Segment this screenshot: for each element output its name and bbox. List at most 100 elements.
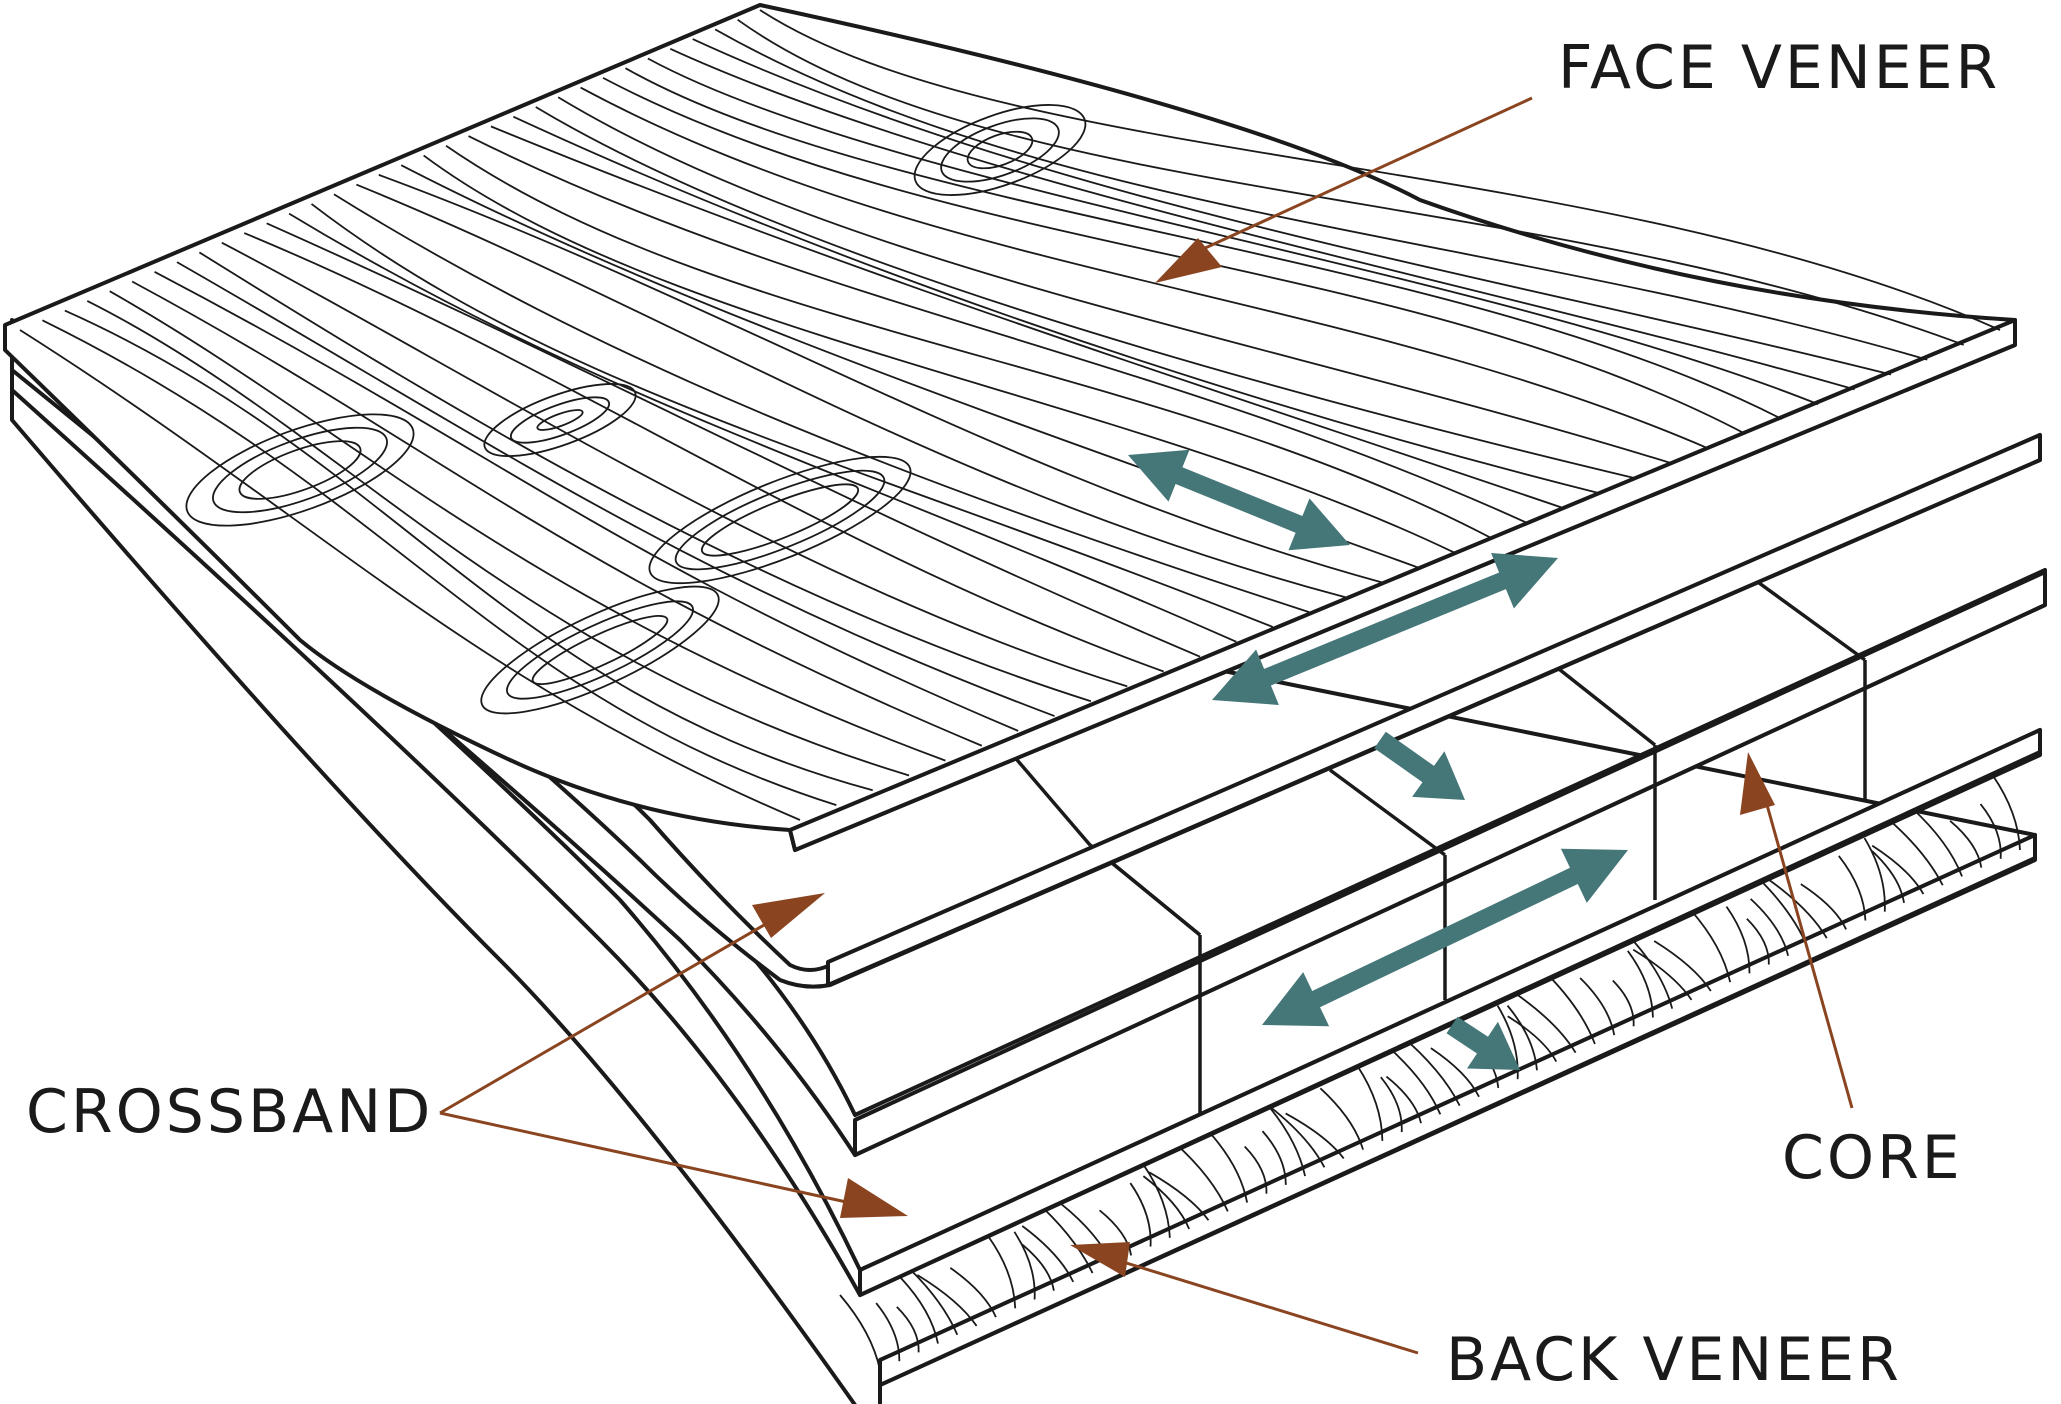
wood-grain-line <box>1991 774 2021 851</box>
wood-grain-line <box>1209 1132 1249 1203</box>
wood-grain-line <box>1838 855 1867 921</box>
wood-grain-line <box>243 232 1164 673</box>
wood-grain-line <box>1949 820 1983 868</box>
callout-arrowhead-icon <box>1070 1242 1130 1277</box>
wood-grain-line <box>1021 1243 1055 1291</box>
wood-grain-line <box>1507 1015 1558 1062</box>
wood-grain-line <box>221 241 1128 688</box>
wood-grain-line <box>669 47 1855 391</box>
callout-arrowhead-icon <box>1740 752 1775 815</box>
wood-grain-line <box>1285 1112 1345 1160</box>
wood-grain-line <box>176 261 1055 717</box>
wood-grain-line <box>310 203 1274 628</box>
wood-grain-line <box>1386 1045 1442 1115</box>
wood-grain-line <box>1515 992 1577 1054</box>
wood-grain-line <box>42 319 837 807</box>
wood-grain-line <box>445 145 1492 539</box>
wood-grain-line <box>1628 935 1674 1009</box>
wood-grain-line <box>333 193 1310 613</box>
wood-grain-line <box>1266 1104 1326 1168</box>
callout-arrowhead-icon <box>752 893 825 938</box>
wood-grain-line <box>1632 948 1693 1001</box>
wood-grain-line <box>266 222 1201 658</box>
core-strip-seam <box>1543 656 1657 747</box>
wood-grain-line <box>1579 977 1616 1036</box>
grain-direction-arrows <box>1128 449 1628 1070</box>
wood-grain-line <box>1767 878 1828 939</box>
core-callout <box>1740 752 1854 1109</box>
wood-grain-line <box>154 271 1019 732</box>
wood-grain-line <box>1264 1101 1306 1177</box>
wood-grain-line <box>512 115 1601 495</box>
back-veneer-label: BACK VENEER <box>1446 1325 1902 1395</box>
wood-grain-line <box>109 290 946 762</box>
wood-grain-line <box>602 77 1746 435</box>
wood-grain-line <box>1021 1225 1075 1283</box>
wood-knot <box>185 413 415 527</box>
wood-grain-line <box>900 1277 939 1344</box>
wood-knot <box>536 409 584 431</box>
wood-grain-line <box>759 9 2001 331</box>
wood-grain-line <box>1689 909 1732 983</box>
wood-grain-line <box>423 154 1455 554</box>
core-strip-seam <box>1328 768 1447 857</box>
wood-grain-line <box>1871 850 1905 904</box>
wood-grain-line <box>378 174 1383 584</box>
wood-knot <box>480 585 720 715</box>
wood-knot <box>913 104 1087 196</box>
double-headed-arrow-icon <box>1262 848 1628 1027</box>
wood-knot <box>212 426 388 514</box>
wood-grain-line <box>1653 940 1712 992</box>
wood-grain-line <box>1612 979 1635 1027</box>
wood-grain-line <box>692 38 1892 376</box>
face-veneer-grain <box>19 9 2001 821</box>
wood-grain-line <box>19 329 801 821</box>
wood-knot <box>238 440 362 500</box>
wood-grain-line <box>86 300 910 777</box>
wood-knot <box>483 383 637 457</box>
back-veneer-callout <box>1070 1242 1419 1355</box>
crossband-label: CROSSBAND <box>26 1077 433 1147</box>
wood-grain-line <box>557 96 1673 465</box>
wood-grain-line <box>1099 1209 1133 1256</box>
wood-grain-line <box>535 106 1637 480</box>
wood-grain-line <box>356 183 1346 599</box>
wood-knot <box>648 455 912 585</box>
wood-grain-line <box>1979 803 2002 859</box>
double-headed-arrow-icon <box>1128 449 1350 551</box>
wood-knot <box>531 614 669 686</box>
back-veneer-grain <box>839 774 2021 1371</box>
wood-knot <box>509 396 611 444</box>
wood-knot <box>506 600 694 700</box>
wood-grain-line <box>131 280 983 747</box>
core-strip-seam <box>1753 578 1867 662</box>
wood-grain-line <box>1506 1005 1538 1071</box>
callout-arrowhead-icon <box>1155 238 1222 283</box>
core-label: CORE <box>1782 1123 1963 1193</box>
wood-grain-line <box>1749 898 1790 956</box>
wood-grain-line <box>1800 883 1847 930</box>
callout-arrowhead-icon <box>840 1178 908 1218</box>
wood-grain-line <box>1244 1145 1268 1194</box>
face-veneer-layer <box>3 3 2017 852</box>
wood-grain-line <box>949 1267 997 1318</box>
wood-grain-line <box>1142 1175 1190 1230</box>
wood-grain-line <box>1142 1163 1171 1238</box>
double-headed-arrow-icon <box>1212 553 1558 705</box>
wood-knot <box>940 117 1060 183</box>
wood-grain-line <box>875 1302 901 1362</box>
wood-grain-line <box>1013 1231 1036 1300</box>
wood-grain-line <box>737 18 1964 346</box>
wood-grain-line <box>1627 950 1654 1018</box>
crossband-callout <box>439 893 908 1218</box>
wood-grain-line <box>1725 906 1751 974</box>
wood-grain-line <box>1261 1130 1287 1185</box>
core-strip-joints <box>998 578 1867 1115</box>
single-arrow-icon <box>1374 731 1465 800</box>
wood-grain-line <box>1430 1047 1480 1098</box>
wood-grain-line <box>1385 1075 1422 1124</box>
wood-grain-line <box>1746 918 1770 965</box>
wood-grain-line <box>714 28 1928 361</box>
wood-grain-line <box>468 135 1528 524</box>
wood-grain-line <box>198 251 1092 703</box>
